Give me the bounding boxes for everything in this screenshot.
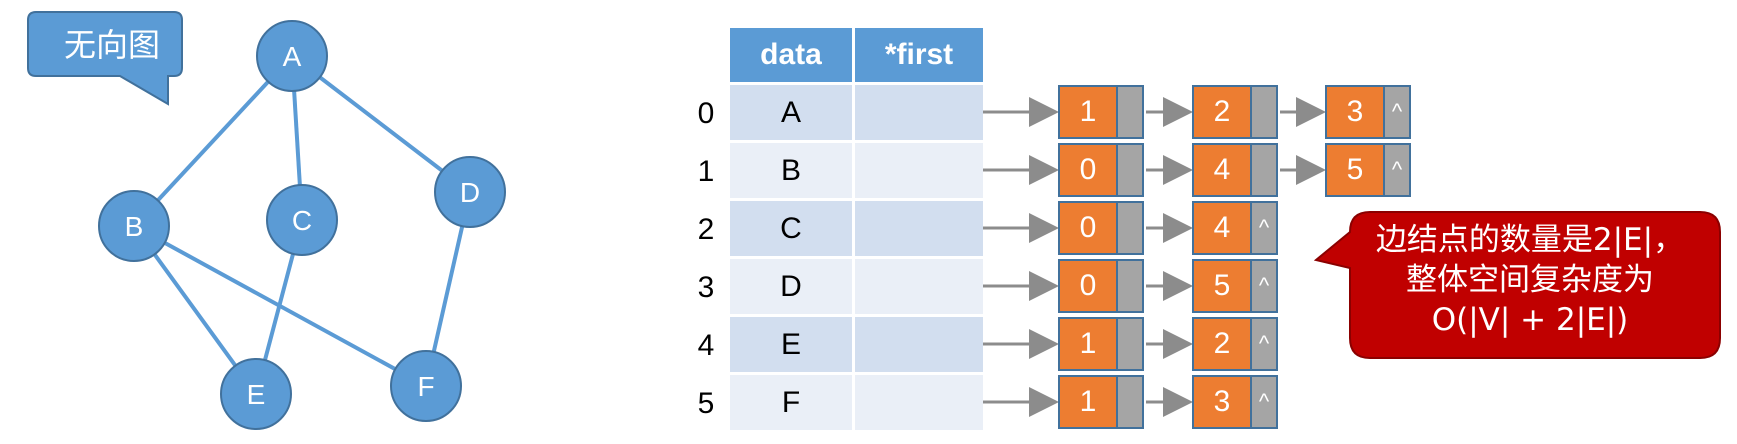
edge-A-D: [290, 54, 472, 194]
edge-node-next-pointer: [1116, 377, 1142, 427]
edge-node-adjvex: 4: [1194, 145, 1250, 195]
row-first-pointer: [855, 85, 983, 140]
edge-node: 0: [1058, 143, 1144, 197]
graph-nodes: A B C D E F: [98, 20, 506, 430]
vertex-label-B: B: [125, 211, 144, 242]
callout-label: 无向图: [63, 26, 160, 64]
vertex-D: [434, 156, 506, 228]
edge-node: 1: [1058, 317, 1144, 371]
row-first-pointer: [855, 317, 983, 372]
edge-node-next-pointer: [1250, 145, 1276, 195]
edge-node: 1: [1058, 375, 1144, 429]
vertex-B: [98, 190, 170, 262]
edge-node-adjvex: 0: [1060, 145, 1116, 195]
edge-node-null-pointer: ^: [1250, 203, 1276, 253]
edge-node: 4^: [1192, 201, 1278, 255]
edge-node: 0: [1058, 201, 1144, 255]
row-first-pointer: [855, 375, 983, 430]
edge-node-adjvex: 3: [1327, 87, 1383, 137]
row-data-A: A: [730, 85, 852, 140]
edge-node: 2^: [1192, 317, 1278, 371]
vertex-label-D: D: [460, 177, 480, 208]
edge-A-B: [132, 54, 294, 228]
vertex-E: [220, 358, 292, 430]
edge-node: 0: [1058, 259, 1144, 313]
complexity-note: 边结点的数量是2|E|， 整体空间复杂度为 O(|V| + 2|E|): [1360, 220, 1700, 340]
row-first-pointer: [855, 201, 983, 256]
note-line-1: 边结点的数量是2|E|，: [1375, 222, 1685, 258]
edge-node-adjvex: 1: [1060, 377, 1116, 427]
row-index-2: 2: [697, 213, 715, 246]
edge-node-null-pointer: ^: [1383, 145, 1409, 195]
vertex-F: [390, 350, 462, 422]
edge-node-adjvex: 0: [1060, 261, 1116, 311]
table-header-data: data: [730, 28, 852, 82]
edge-node: 1: [1058, 85, 1144, 139]
edge-node-next-pointer: [1116, 319, 1142, 369]
edge-node-null-pointer: ^: [1250, 377, 1276, 427]
edge-node: 3^: [1192, 375, 1278, 429]
row-index-3: 3: [697, 271, 715, 304]
edge-node-null-pointer: ^: [1383, 87, 1409, 137]
edge-node-adjvex: 1: [1060, 319, 1116, 369]
row-data-C: C: [730, 201, 852, 256]
note-line-3: O(|V| + 2|E|): [1431, 302, 1629, 338]
note-callout: [1313, 211, 1721, 359]
edge-node-null-pointer: ^: [1250, 261, 1276, 311]
row-first-pointer: [855, 259, 983, 314]
edge-node-next-pointer: [1116, 145, 1142, 195]
row-index-5: 5: [697, 387, 715, 420]
edge-node-next-pointer: [1116, 203, 1142, 253]
row-data-D: D: [730, 259, 852, 314]
edge-node-adjvex: 3: [1194, 377, 1250, 427]
edge-node: 5^: [1192, 259, 1278, 313]
row-data-F: F: [730, 375, 852, 430]
edge-node: 5^: [1325, 143, 1411, 197]
callout-bubble: [27, 11, 183, 106]
row-data-E: E: [730, 317, 852, 372]
edge-node-adjvex: 2: [1194, 319, 1250, 369]
edge-node-null-pointer: ^: [1250, 319, 1276, 369]
row-index-1: 1: [697, 155, 715, 188]
vertex-C: [266, 184, 338, 256]
edge-node-adjvex: 4: [1194, 203, 1250, 253]
vertex-label-E: E: [247, 379, 266, 410]
edge-node-adjvex: 0: [1060, 203, 1116, 253]
edge-node: 2: [1192, 85, 1278, 139]
vertex-label-C: C: [292, 205, 312, 236]
row-index-0: 0: [697, 97, 715, 130]
row-data-B: B: [730, 143, 852, 198]
edge-node: 3^: [1325, 85, 1411, 139]
edge-node-next-pointer: [1250, 87, 1276, 137]
edge-node-adjvex: 2: [1194, 87, 1250, 137]
edge-node-next-pointer: [1116, 87, 1142, 137]
edge-node: 4: [1192, 143, 1278, 197]
vertex-label-A: A: [283, 41, 302, 72]
edge-node-adjvex: 5: [1327, 145, 1383, 195]
edge-node-adjvex: 5: [1194, 261, 1250, 311]
row-first-pointer: [855, 143, 983, 198]
table-header-first: *first: [855, 28, 983, 82]
note-line-2: 整体空间复杂度为: [1406, 262, 1654, 298]
edge-node-next-pointer: [1116, 261, 1142, 311]
edge-node-adjvex: 1: [1060, 87, 1116, 137]
row-index-4: 4: [697, 329, 715, 362]
vertex-label-F: F: [417, 371, 434, 402]
vertex-A: [256, 20, 328, 92]
